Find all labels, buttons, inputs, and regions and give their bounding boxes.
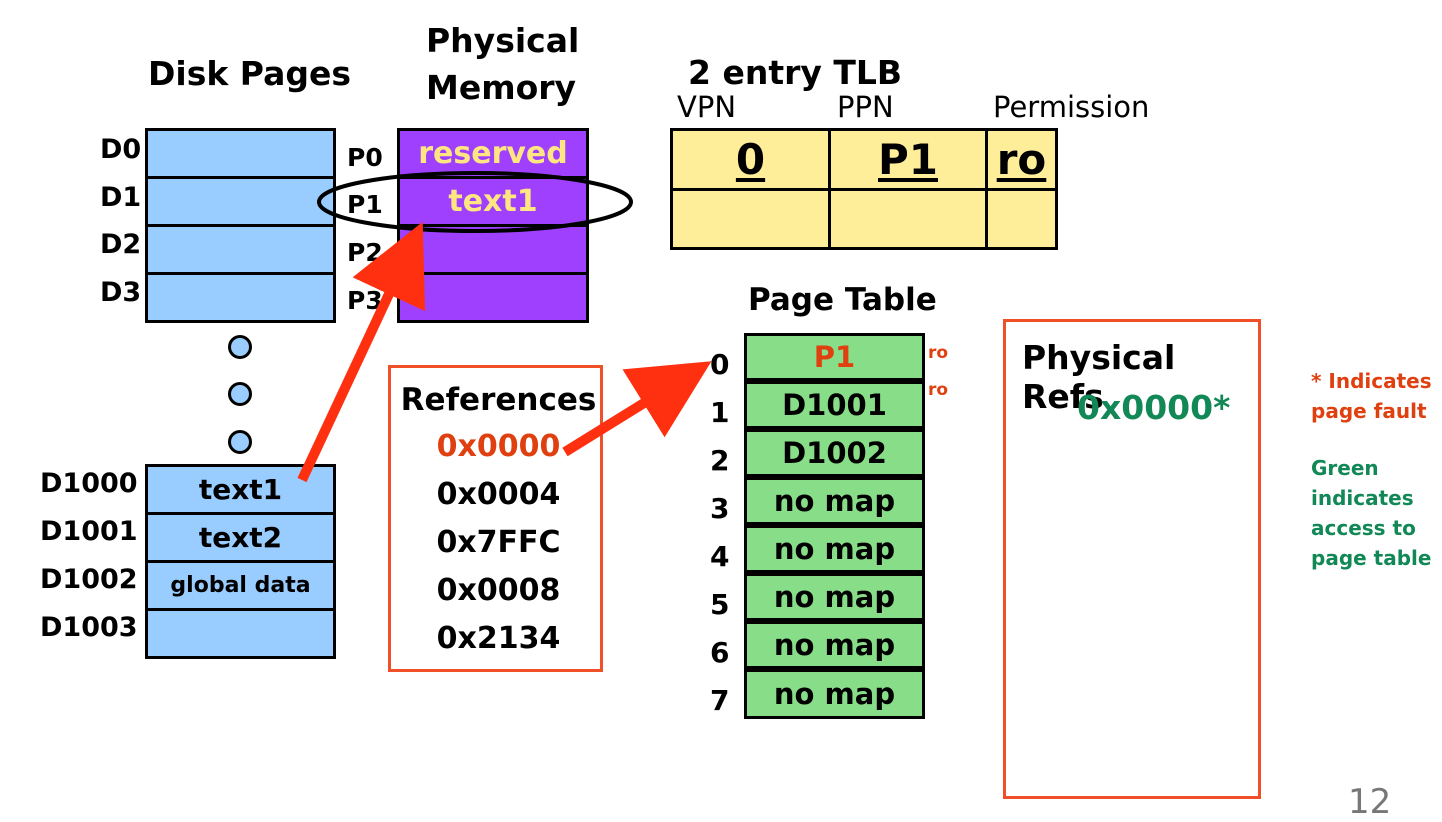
green-note-line1: Green xyxy=(1311,456,1379,480)
physical-memory-title-line2: Memory xyxy=(426,68,577,107)
disk-label-d0: D0 xyxy=(100,134,142,165)
physical-ref-item: 0x0000* xyxy=(1077,388,1231,427)
green-note-line4: page table xyxy=(1311,546,1432,570)
tlb-col-ppn: PPN xyxy=(837,90,894,124)
tlb-row2-ppn xyxy=(828,188,988,250)
page-table-perm-1: ro xyxy=(928,380,949,400)
tlb-row2-perm xyxy=(985,188,1058,250)
tlb-col-vpn: VPN xyxy=(677,90,737,124)
disk-label-d1000: D1000 xyxy=(40,468,138,499)
disk-page-d0 xyxy=(145,128,336,179)
page-table-entry-6: no map xyxy=(744,621,925,669)
physical-memory-title-line1: Physical xyxy=(426,21,580,60)
reference-item: 0x7FFC xyxy=(436,525,561,560)
disk-pages-title: Disk Pages xyxy=(148,54,351,93)
disk-label-d1001: D1001 xyxy=(40,516,138,547)
disk-page-d3 xyxy=(145,272,336,323)
page-table-index: 0 xyxy=(710,348,730,381)
physical-refs-box: Physical Refs 0x0000* xyxy=(1003,319,1261,799)
page-table-index: 6 xyxy=(710,636,730,669)
disk-label-d1002: D1002 xyxy=(40,564,138,595)
green-note-line3: access to xyxy=(1311,516,1416,540)
disk-label-d2: D2 xyxy=(100,229,142,260)
disk-page-d1003 xyxy=(145,608,336,659)
reference-item: 0x0004 xyxy=(436,477,561,512)
page-fault-note-line1: * Indicates xyxy=(1311,369,1432,393)
disk-page-d1001: text2 xyxy=(145,512,336,563)
page-table-index: 2 xyxy=(710,444,730,477)
ellipsis-dot xyxy=(228,430,252,454)
ellipsis-dot xyxy=(228,382,252,406)
memory-frame-p3 xyxy=(397,272,589,323)
frame-label-p0: P0 xyxy=(347,143,383,172)
references-title: References xyxy=(400,382,597,418)
page-table-index: 7 xyxy=(710,684,730,717)
references-box: References 0x0000 0x0004 0x7FFC 0x0008 0… xyxy=(388,365,603,672)
tlb-row2-vpn xyxy=(670,188,831,250)
frame-label-p2: P2 xyxy=(347,238,383,267)
tlb-title: 2 entry TLB xyxy=(688,53,903,92)
page-table-index: 5 xyxy=(710,588,730,621)
page-table-entry-5: no map xyxy=(744,573,925,621)
ellipsis-dot xyxy=(228,335,252,359)
slide-number: 12 xyxy=(1348,782,1392,822)
page-table-index: 4 xyxy=(710,540,730,573)
disk-page-d1002: global data xyxy=(145,560,336,611)
page-table-entry-1: D1001 xyxy=(744,381,925,429)
page-table-entry-2: D1002 xyxy=(744,429,925,477)
page-table-entry-3: no map xyxy=(744,477,925,525)
page-table-entry-7: no map xyxy=(744,669,925,719)
page-table-perm-0: ro xyxy=(928,343,949,363)
page-table-entry-4: no map xyxy=(744,525,925,573)
tlb-row1-ppn: P1 xyxy=(828,128,988,191)
disk-page-d1000: text1 xyxy=(145,464,336,515)
disk-page-d2 xyxy=(145,224,336,275)
disk-label-d1: D1 xyxy=(100,182,142,213)
page-fault-note-line2: page fault xyxy=(1311,399,1427,423)
memory-frame-p0: reserved xyxy=(397,128,589,179)
page-table-entry-0: P1 xyxy=(744,333,925,381)
page-table-title: Page Table xyxy=(748,282,937,318)
frame-label-p1: P1 xyxy=(347,190,383,219)
disk-page-d1 xyxy=(145,176,336,227)
page-table-index: 1 xyxy=(710,396,730,429)
physical-refs-title: Physical Refs xyxy=(1022,338,1176,416)
reference-item: 0x2134 xyxy=(436,621,561,656)
disk-label-d1003: D1003 xyxy=(40,612,138,643)
page-table-index: 3 xyxy=(710,492,730,525)
disk-label-d3: D3 xyxy=(100,277,142,308)
tlb-row1-perm: ro xyxy=(985,128,1058,191)
reference-item: 0x0008 xyxy=(436,573,561,608)
tlb-row1-vpn: 0 xyxy=(670,128,831,191)
tlb-col-permission: Permission xyxy=(993,90,1150,124)
memory-frame-p1: text1 xyxy=(397,176,589,227)
green-note-line2: indicates xyxy=(1311,486,1414,510)
reference-item-current: 0x0000 xyxy=(436,429,561,464)
memory-frame-p2 xyxy=(397,224,589,275)
frame-label-p3: P3 xyxy=(347,286,383,315)
